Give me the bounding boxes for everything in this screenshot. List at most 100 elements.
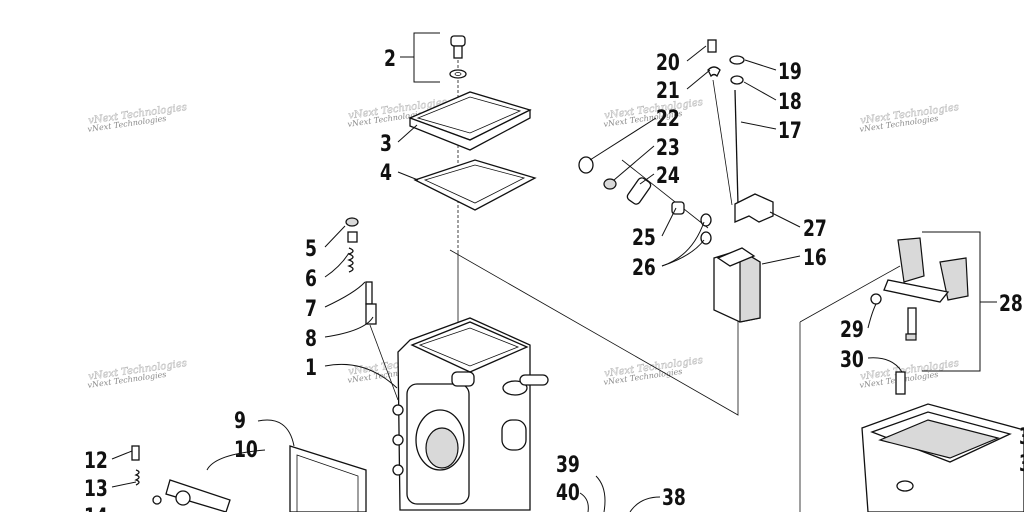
part-jet-needle <box>712 79 739 206</box>
part-lower-plate <box>289 445 367 512</box>
spring <box>347 247 354 273</box>
lead-38 <box>629 496 661 512</box>
callout-numbers: 2 3 4 5 6 7 8 1 9 10 12 13 14 20 21 22 2… <box>84 46 1024 512</box>
callout-21: 21 <box>656 78 680 104</box>
lead-8 <box>324 316 374 338</box>
clip <box>707 66 721 78</box>
lead-3 <box>397 124 418 143</box>
lead-26a <box>661 221 705 267</box>
pilot-lever <box>165 479 231 512</box>
callout-16: 16 <box>803 245 827 271</box>
callout-3-right-a: 3 <box>1019 424 1024 450</box>
small-screw <box>707 39 717 53</box>
callout-14: 14 <box>84 504 108 512</box>
float-bracket-line <box>922 231 981 372</box>
valve-side <box>739 248 761 323</box>
valve-top <box>716 247 756 267</box>
callout-8: 8 <box>305 326 317 352</box>
bore-inner <box>425 427 459 469</box>
part-needle-screw-set <box>707 39 745 85</box>
part-carburetor-body <box>392 317 549 511</box>
lead-27 <box>769 211 801 228</box>
float-arm <box>883 279 950 303</box>
bowl-inner <box>878 419 1000 459</box>
callout-7: 7 <box>305 296 317 322</box>
shaft-axis-line <box>621 159 709 229</box>
lead-29 <box>867 303 877 329</box>
pilot-spring <box>134 469 140 486</box>
lead-2b <box>413 57 440 83</box>
lead-5 <box>324 225 346 248</box>
lead-30 <box>867 357 903 373</box>
callout-2: 2 <box>384 46 396 72</box>
part-idle-screw-set <box>345 217 399 401</box>
callout-25: 25 <box>632 225 656 251</box>
o-ring-29 <box>870 293 882 305</box>
leader-lines <box>111 32 997 488</box>
body-top-inner <box>418 327 520 367</box>
part-float-assembly <box>870 231 981 372</box>
washer-hole <box>454 72 462 76</box>
callout-26: 26 <box>632 255 656 281</box>
float-left <box>897 237 925 283</box>
needle-valve <box>907 307 917 335</box>
side-boss <box>501 419 527 451</box>
callout-30: 30 <box>840 347 864 373</box>
cap <box>345 217 359 227</box>
lead-2a <box>400 32 440 58</box>
callout-5: 5 <box>305 236 317 262</box>
lead-13 <box>111 481 137 488</box>
lead-21 <box>686 69 711 90</box>
lead-39 <box>595 475 606 512</box>
bowl-drain <box>896 480 914 492</box>
lead-16 <box>761 255 801 265</box>
lead-22 <box>589 117 657 161</box>
lead-7 <box>324 281 366 308</box>
side-tube <box>519 374 549 386</box>
washer <box>449 69 467 79</box>
needle-valve-tip <box>905 333 917 341</box>
body-top <box>410 321 529 373</box>
callout-13: 13 <box>84 476 108 502</box>
part-gasket <box>413 159 537 211</box>
screw-shank <box>453 45 463 59</box>
lower-plate-outer <box>289 445 367 512</box>
callout-23: 23 <box>656 135 680 161</box>
gasket-inner <box>423 164 526 204</box>
lead-24 <box>639 173 655 185</box>
callout-1: 1 <box>305 355 317 381</box>
lead-20 <box>686 45 707 62</box>
jet-needle-shaft <box>734 89 739 206</box>
part-float-bowl <box>861 371 1024 512</box>
flange-hole-3 <box>392 464 404 476</box>
spacer <box>730 75 744 85</box>
callout-20: 20 <box>656 50 680 76</box>
callout-9: 9 <box>234 408 246 434</box>
needle-axis <box>369 324 399 401</box>
part-lower-right-set <box>579 475 661 512</box>
float-right <box>939 257 969 301</box>
flange-hole-2 <box>392 434 404 446</box>
callout-24: 24 <box>656 163 680 189</box>
main-jet-30 <box>895 371 906 395</box>
lead-10 <box>206 449 266 471</box>
top-cover-side <box>409 108 531 151</box>
callout-18: 18 <box>778 89 802 115</box>
part-throttle-valve <box>713 247 761 323</box>
lead-17 <box>740 121 777 130</box>
washer-23 <box>603 178 617 190</box>
side-fitting-1 <box>502 380 528 396</box>
gasket-outer <box>413 159 537 211</box>
callout-19: 19 <box>778 59 802 85</box>
pilot-screw <box>131 445 140 461</box>
plate-24 <box>626 177 652 205</box>
e-ring <box>729 55 745 65</box>
screw-head <box>450 35 466 47</box>
bracket <box>734 193 774 223</box>
lead-12 <box>111 450 133 460</box>
needle <box>365 281 373 305</box>
part-screw-washer <box>449 35 467 79</box>
lead-26b <box>661 239 705 267</box>
part-bracket <box>734 193 774 223</box>
